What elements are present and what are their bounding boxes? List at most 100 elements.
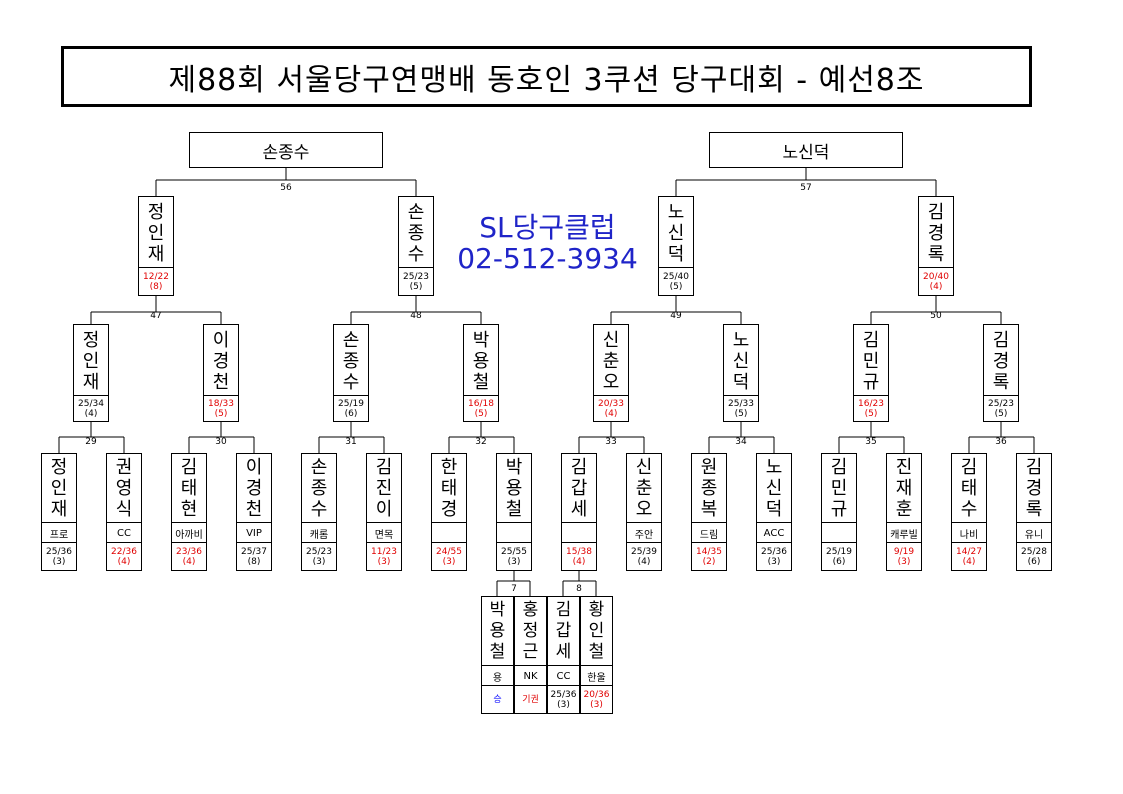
player-affiliation xyxy=(822,522,856,544)
match-number: 57 xyxy=(800,183,812,193)
player-affiliation: ACC xyxy=(757,522,791,544)
match-number: 34 xyxy=(735,437,747,447)
player-affiliation: 아까비 xyxy=(172,522,206,544)
player-innings: (4) xyxy=(117,556,131,567)
club-name: SL당구클럽 xyxy=(479,211,616,244)
player-innings: (5) xyxy=(734,408,748,419)
player-innings: (2) xyxy=(702,556,716,567)
player-innings: (4) xyxy=(929,281,943,292)
player-innings: (5) xyxy=(474,408,488,419)
player-affiliation: 한울 xyxy=(581,665,612,687)
player-score: 18/33 xyxy=(208,398,234,409)
player-score: 11/23 xyxy=(371,546,397,557)
player-innings: (5) xyxy=(214,408,228,419)
player-score: 16/23 xyxy=(858,398,884,409)
player-innings: (5) xyxy=(994,408,1008,419)
player-affiliation: CC xyxy=(548,665,579,687)
match-number: 33 xyxy=(605,437,617,447)
player-affiliation: 유니 xyxy=(1017,522,1051,544)
match-number: 32 xyxy=(475,437,487,447)
match-number: 31 xyxy=(345,437,357,447)
player-score: 25/23 xyxy=(403,271,429,282)
player-innings: (3) xyxy=(377,556,391,567)
player-score: 25/28 xyxy=(1021,546,1047,557)
player-score: 14/35 xyxy=(696,546,722,557)
match-number: 49 xyxy=(670,311,682,321)
player-affiliation xyxy=(562,522,596,544)
player-affiliation: VIP xyxy=(237,522,271,544)
player-score: 9/19 xyxy=(893,546,915,557)
player-innings: (4) xyxy=(572,556,586,567)
player-score: 20/33 xyxy=(598,398,624,409)
player-affiliation: 나비 xyxy=(952,522,986,544)
player-score: 25/23 xyxy=(306,546,332,557)
player-affiliation: NK xyxy=(515,665,546,687)
player-innings: (3) xyxy=(52,556,66,567)
match-number: 29 xyxy=(85,437,97,447)
player-innings: (6) xyxy=(1027,556,1041,567)
player-innings: (3) xyxy=(312,556,326,567)
match-number: 30 xyxy=(215,437,227,447)
player-innings: (3) xyxy=(507,556,521,567)
player-score: 25/36 xyxy=(46,546,72,557)
match-number: 48 xyxy=(410,311,422,321)
player-affiliation xyxy=(432,522,466,544)
match-number: 47 xyxy=(150,311,162,321)
player-score: 25/37 xyxy=(241,546,267,557)
player-innings: (3) xyxy=(442,556,456,567)
player-score: 23/36 xyxy=(176,546,202,557)
player-score: 12/22 xyxy=(143,271,169,282)
player-affiliation: 드림 xyxy=(692,522,726,544)
player-innings: (4) xyxy=(637,556,651,567)
player-score: 기권 xyxy=(522,694,539,705)
player-score: 25/23 xyxy=(988,398,1014,409)
player-affiliation: 캐롬 xyxy=(302,522,336,544)
player-score: 15/38 xyxy=(566,546,592,557)
player-innings: (3) xyxy=(897,556,911,567)
player-innings: (4) xyxy=(604,408,618,419)
player-innings: (3) xyxy=(767,556,781,567)
